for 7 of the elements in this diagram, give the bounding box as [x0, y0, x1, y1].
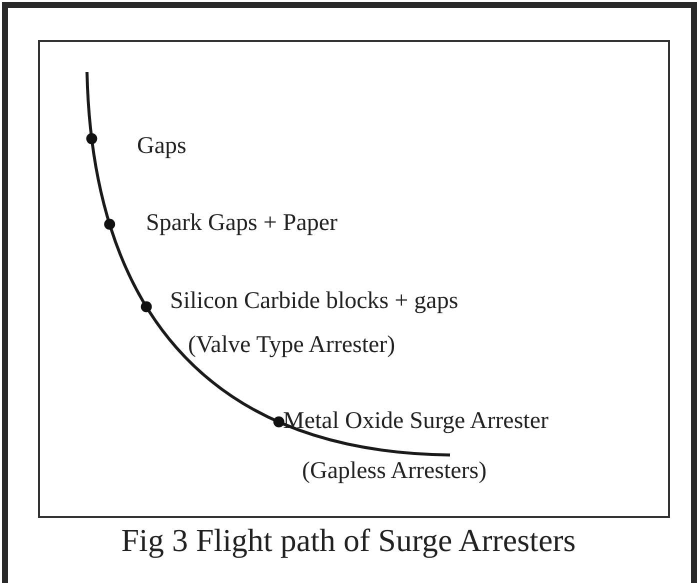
stage-label: Silicon Carbide blocks + gaps [170, 289, 458, 313]
subtitle-label: (Gapless Arresters) [302, 459, 487, 483]
stage-label: Metal Oxide Surge Arrester [283, 409, 548, 433]
figure-caption: Fig 3 Flight path of Surge Arresters [121, 524, 576, 556]
stage-label: Gaps [137, 134, 186, 158]
subtitle-label: (Valve Type Arrester) [188, 333, 396, 357]
stage-label: Spark Gaps + Paper [146, 211, 338, 235]
